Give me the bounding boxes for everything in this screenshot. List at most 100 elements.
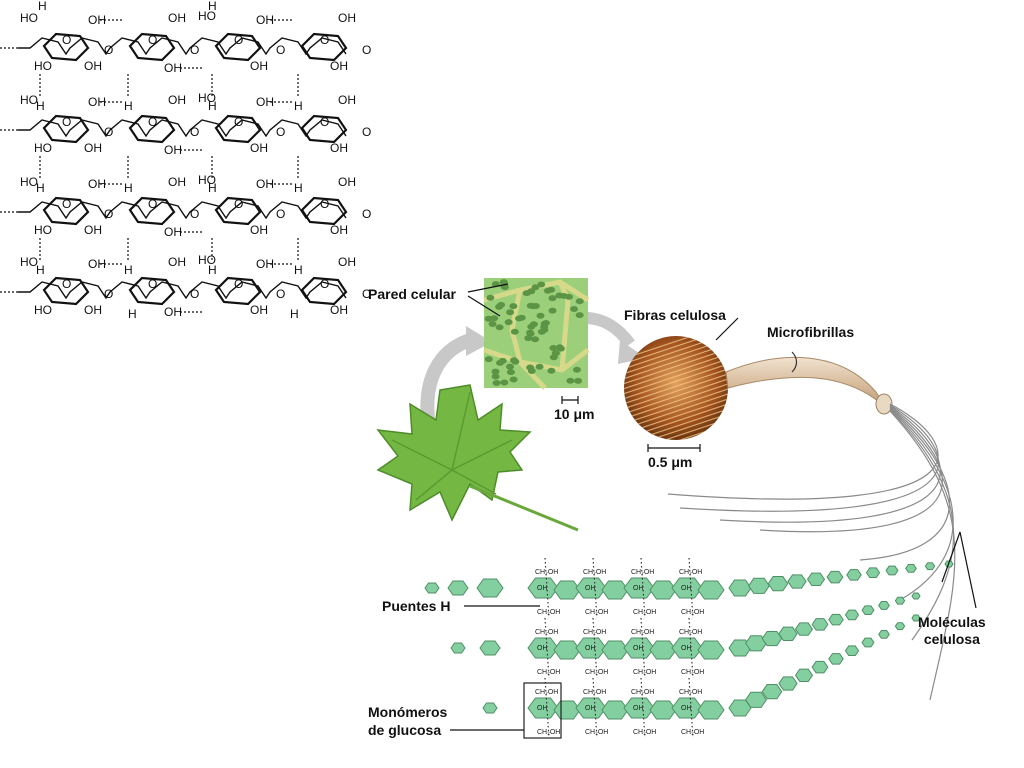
- label-moleculas: Moléculas celulosa: [918, 614, 986, 648]
- glucose-ch2oh: CH₂OH: [535, 629, 558, 636]
- glucose-hydroxyl: OH: [537, 585, 548, 592]
- chloroplast: [543, 287, 552, 294]
- chloroplast: [486, 294, 495, 301]
- chem-hydroxyl: OH: [168, 175, 186, 189]
- glucose-monomer: [905, 563, 917, 573]
- leaf-stem: [469, 484, 579, 532]
- chem-hydrogen: H: [294, 99, 303, 113]
- glucose-monomer: [649, 640, 677, 660]
- chem-ring-oxygen: O: [320, 33, 329, 47]
- scale-label-fiber: 0.5 μm: [648, 454, 693, 470]
- chem-hydrogen: H: [208, 0, 217, 13]
- chem-ring-oxygen: O: [62, 33, 71, 47]
- cellulose-strand: [859, 407, 951, 561]
- glucose-ch2oh: CH₂OH: [631, 689, 654, 696]
- chem-hydroxyl: OH: [338, 93, 356, 107]
- glucose-ch2oh: CH₂OH: [681, 669, 704, 676]
- chloroplast: [497, 301, 506, 308]
- glucose-hydroxyl: OH: [681, 585, 692, 592]
- glucose-hydroxyl: OH: [681, 705, 692, 712]
- chloroplast: [540, 326, 549, 333]
- chem-hydroxyl: OH: [256, 95, 274, 109]
- chloroplast: [547, 367, 556, 374]
- glucose-monomer: [761, 684, 783, 700]
- chem-hydrogen: H: [124, 99, 133, 113]
- chloroplast: [527, 367, 536, 374]
- fiber-streak: [624, 379, 728, 421]
- chloroplast: [548, 295, 557, 302]
- scale-bars: [561, 396, 701, 452]
- glucose-monomer: [846, 569, 862, 581]
- glucose-monomer: [553, 640, 581, 660]
- chem-hydroxyl: HO: [34, 141, 52, 155]
- glucose-monomer: [745, 691, 767, 708]
- glucose-ch2oh: CH₂OH: [631, 569, 654, 576]
- cellulose-strand: [667, 403, 939, 500]
- chloroplast: [548, 307, 557, 314]
- glucose-monomer: [728, 579, 752, 597]
- chem-hydroxyl: HO: [20, 93, 38, 107]
- label-puentes-h: Puentes H: [382, 598, 451, 614]
- glucose-monomer: [450, 642, 466, 654]
- chem-hydroxyl: OH: [250, 141, 268, 155]
- chloroplast: [504, 319, 513, 326]
- chem-hydroxyl: HO: [20, 175, 38, 189]
- chloroplast: [531, 336, 540, 343]
- glucose-monomer: [697, 640, 725, 660]
- glucose-monomer: [828, 613, 844, 626]
- glucose-monomer: [828, 653, 844, 665]
- chem-hydroxyl: OH: [164, 305, 182, 319]
- glucose-monomer: [844, 609, 860, 621]
- chloroplast: [535, 363, 544, 370]
- glucose-hydroxyl: OH: [633, 585, 644, 592]
- chloroplast: [515, 315, 524, 322]
- glucose-ch2oh: CH₂OH: [537, 609, 560, 616]
- chloroplast: [496, 359, 505, 366]
- chloroplast: [524, 335, 533, 342]
- chem-hydroxyl: OH: [164, 61, 182, 75]
- chem-hydroxyl: HO: [34, 303, 52, 317]
- glucose-ch2oh: CH₂OH: [585, 729, 608, 736]
- glucose-monomer: [601, 700, 629, 720]
- chloroplast: [492, 380, 501, 387]
- chem-hydroxyl: OH: [168, 11, 186, 25]
- chloroplast: [559, 292, 568, 299]
- chloroplast: [510, 328, 519, 335]
- chem-bridge-oxygen: O: [362, 125, 371, 139]
- chem-hydroxyl: OH: [330, 223, 348, 237]
- chem-bridge-oxygen: O: [104, 287, 113, 301]
- chem-ring-oxygen: O: [234, 115, 243, 129]
- chem-hydroxyl: HO: [34, 59, 52, 73]
- chem-hydroxyl: OH: [250, 59, 268, 73]
- glucose-chain: CH₂OHOHCH₂OHCH₂OHOHCH₂OHCH₂OHOHCH₂OHCH₂O…: [424, 557, 954, 619]
- chem-hydrogen: H: [38, 0, 47, 13]
- glucose-monomer: [553, 580, 581, 600]
- chem-hydroxyl: HO: [198, 9, 216, 23]
- chem-hydroxyl: OH: [256, 257, 274, 271]
- chloroplast: [499, 279, 508, 286]
- chem-ring-oxygen: O: [234, 33, 243, 47]
- chem-hydroxyl: OH: [330, 59, 348, 73]
- glucose-ch2oh: CH₂OH: [537, 729, 560, 736]
- chem-hydroxyl: OH: [330, 141, 348, 155]
- glucose-hydroxyl: OH: [585, 645, 596, 652]
- arrow-leaf-to-cell-head: [466, 326, 492, 356]
- chloroplast: [500, 379, 509, 386]
- chloroplast: [484, 356, 493, 363]
- chloroplast: [490, 315, 499, 322]
- chem-bridge-oxygen: O: [276, 43, 285, 57]
- cellulose-strand: [679, 404, 939, 512]
- chem-bridge-oxygen: O: [104, 125, 113, 139]
- chem-hydroxyl: HO: [198, 173, 216, 187]
- glucose-monomer: [601, 580, 629, 600]
- chloroplast: [509, 303, 518, 310]
- glucose-monomer: [826, 570, 844, 584]
- label-monomeros: Monómeros de glucosa: [368, 703, 447, 739]
- glucose-ch2oh: CH₂OH: [679, 689, 702, 696]
- fiber-streak: [624, 389, 728, 431]
- chem-bridge-oxygen: O: [276, 125, 285, 139]
- chem-ring-oxygen: O: [320, 197, 329, 211]
- glucose-hydroxyl: OH: [681, 645, 692, 652]
- chloroplast: [570, 305, 579, 312]
- chem-hydroxyl: HO: [20, 11, 38, 25]
